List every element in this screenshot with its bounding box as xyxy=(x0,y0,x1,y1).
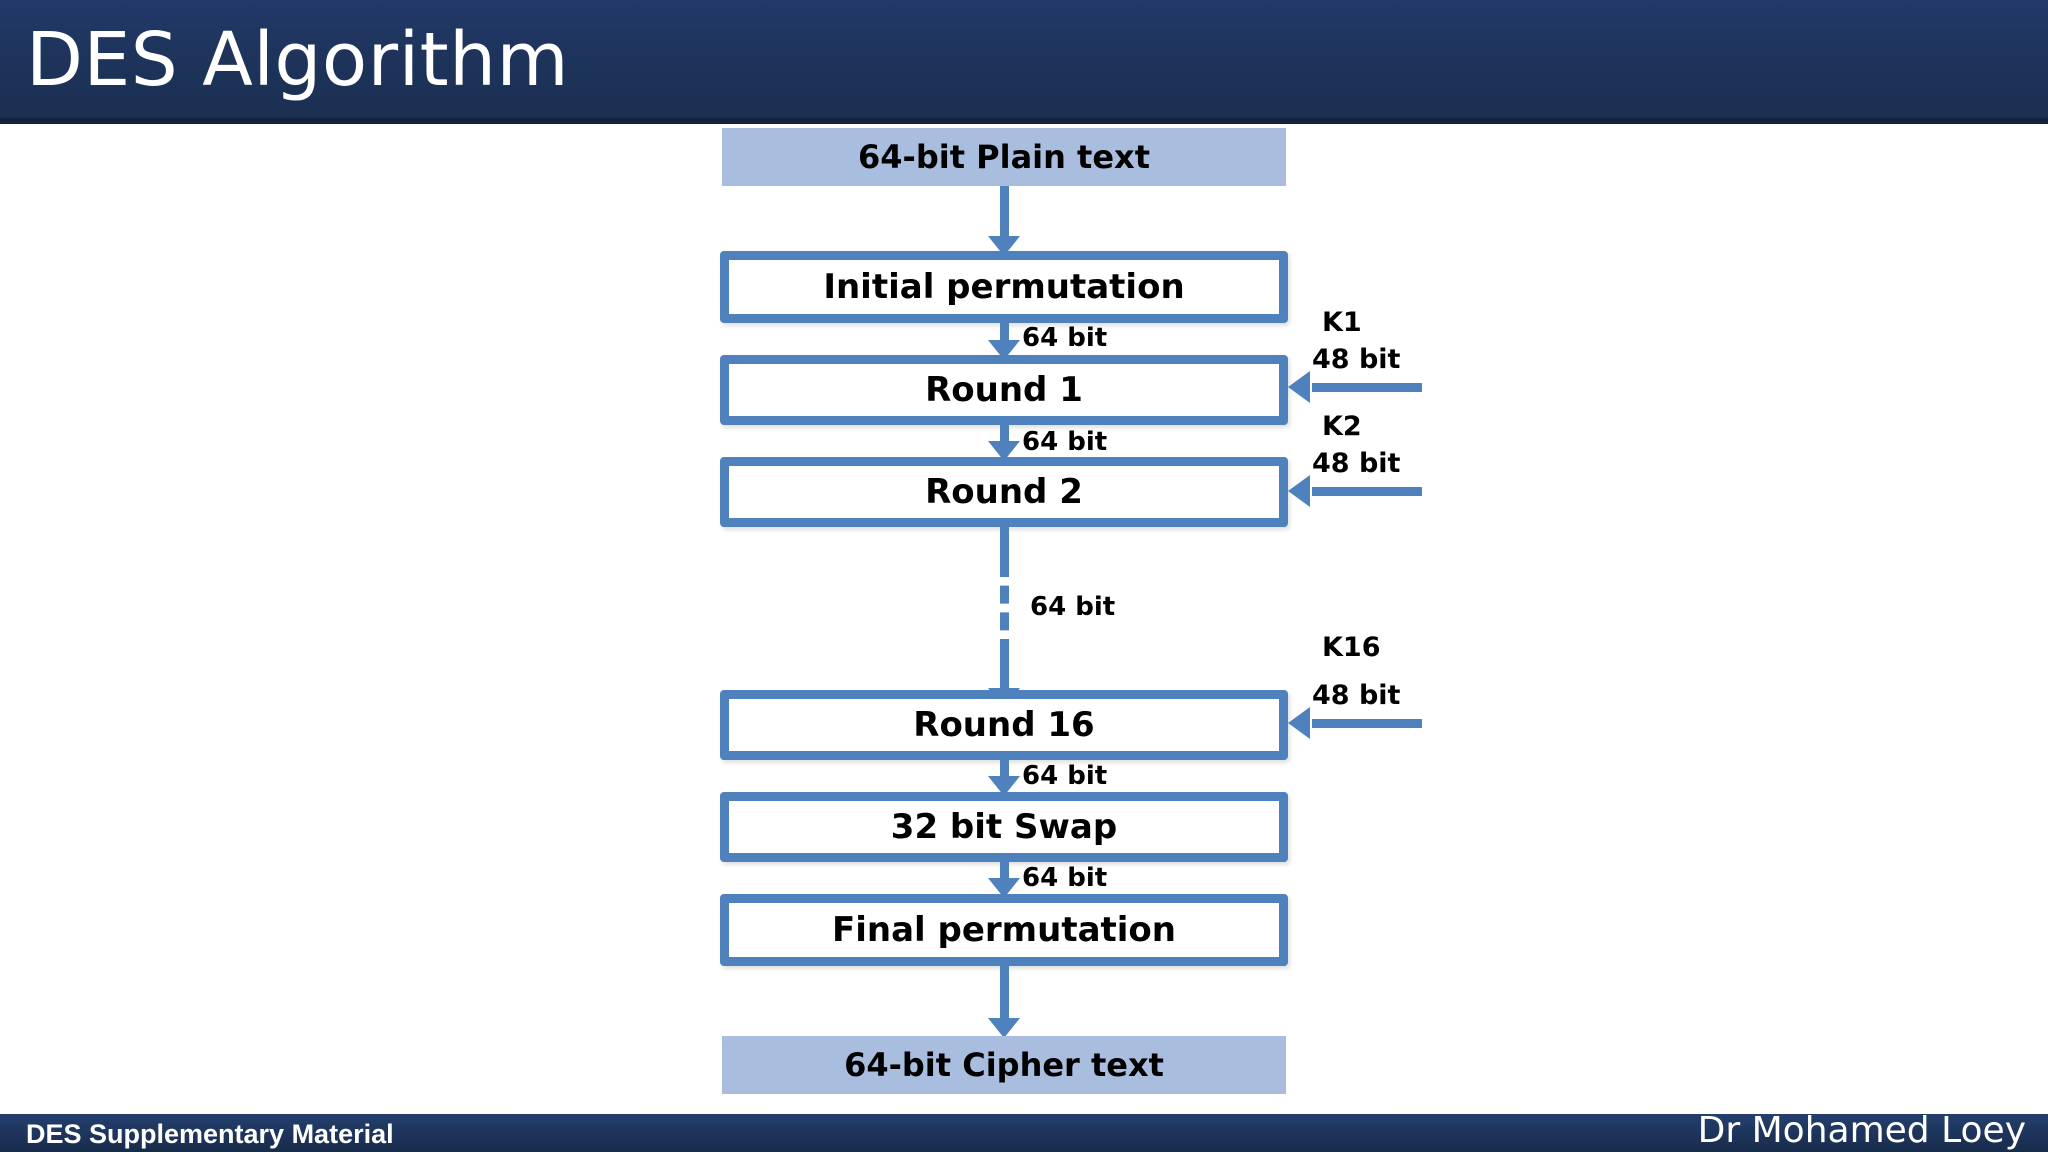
slide-footer-bar xyxy=(0,1114,2048,1152)
arrow-round2-to-round16-dashes xyxy=(1000,559,1009,657)
key-label-k16-size: 48 bit xyxy=(1312,680,1401,711)
edge-label-round1-to-round2: 64 bit xyxy=(1022,427,1108,457)
node-initial-permutation: Initial permutation xyxy=(720,251,1288,323)
node-32-bit-swap: 32 bit Swap xyxy=(720,792,1288,862)
arrow-k1-head xyxy=(1288,371,1310,403)
node-round-2: Round 2 xyxy=(720,457,1288,527)
arrow-swap-to-fp-line xyxy=(1000,862,1009,884)
node-round-1-label: Round 1 xyxy=(925,370,1083,410)
key-label-k2-name: K2 xyxy=(1322,411,1362,442)
edge-label-round16-to-swap: 64 bit xyxy=(1022,761,1108,791)
node-initial-permutation-label: Initial permutation xyxy=(823,267,1185,307)
arrow-plain-to-ip-line xyxy=(1000,186,1009,240)
node-cipher-text: 64-bit Cipher text xyxy=(722,1036,1286,1094)
arrow-round1-to-round2-head xyxy=(988,441,1020,461)
footer-left-label: DES Supplementary Material xyxy=(26,1119,394,1149)
node-32-bit-swap-label: 32 bit Swap xyxy=(890,807,1118,847)
node-plain-text-label: 64-bit Plain text xyxy=(858,138,1150,176)
node-final-permutation-label: Final permutation xyxy=(832,910,1176,950)
key-label-k1-name: K1 xyxy=(1322,307,1362,338)
slide-header-underline xyxy=(0,118,2048,124)
arrow-k16-head xyxy=(1288,707,1310,739)
arrow-fp-to-cipher-line xyxy=(1000,966,1009,1024)
key-label-k16-name: K16 xyxy=(1322,632,1381,663)
footer-right-label: Dr Mohamed Loey xyxy=(1697,1110,2026,1151)
node-round-16: Round 16 xyxy=(720,690,1288,760)
edge-label-round2-to-round16: 64 bit xyxy=(1030,592,1116,622)
slide-header-bar xyxy=(0,0,2048,118)
arrow-round2-to-round16-stub-bottom xyxy=(1000,657,1009,693)
edge-label-swap-to-fp: 64 bit xyxy=(1022,863,1108,893)
arrow-round2-to-round16-stub-top xyxy=(1000,527,1009,559)
arrow-round16-to-swap-line xyxy=(1000,760,1009,782)
arrow-ip-to-round1-line xyxy=(1000,323,1009,345)
arrow-k2-line xyxy=(1312,487,1422,496)
key-label-k1-size: 48 bit xyxy=(1312,344,1401,375)
node-round-16-label: Round 16 xyxy=(913,705,1095,745)
edge-label-ip-to-round1: 64 bit xyxy=(1022,323,1108,353)
arrow-k2-head xyxy=(1288,475,1310,507)
key-label-k2-size: 48 bit xyxy=(1312,448,1401,479)
node-round-1: Round 1 xyxy=(720,355,1288,425)
arrow-swap-to-fp-head xyxy=(988,878,1020,898)
node-round-2-label: Round 2 xyxy=(925,472,1083,512)
node-final-permutation: Final permutation xyxy=(720,894,1288,966)
node-cipher-text-label: 64-bit Cipher text xyxy=(844,1046,1164,1084)
node-plain-text: 64-bit Plain text xyxy=(722,128,1286,186)
arrow-round1-to-round2-line xyxy=(1000,425,1009,447)
arrow-round16-to-swap-head xyxy=(988,776,1020,796)
arrow-k1-line xyxy=(1312,383,1422,392)
page-title: DES Algorithm xyxy=(26,17,570,103)
arrow-fp-to-cipher-head xyxy=(988,1018,1020,1038)
arrow-k16-line xyxy=(1312,719,1422,728)
